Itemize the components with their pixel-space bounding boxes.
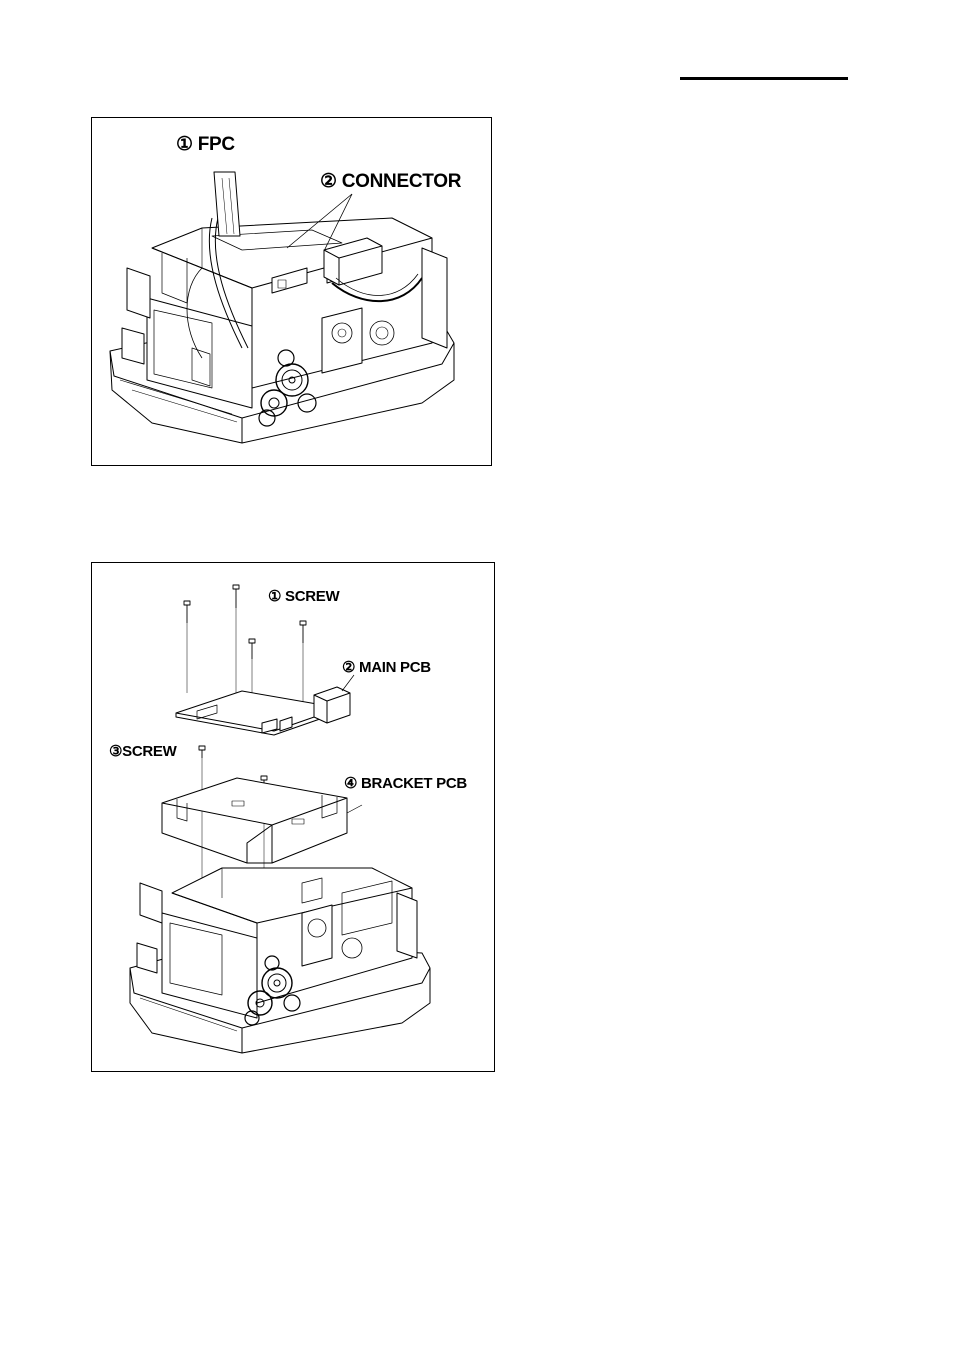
exploded-view-drawing: [92, 563, 495, 1072]
fpc-callout: ① FPC: [176, 133, 235, 156]
figure-main-pcb-exploded: ① SCREW ② MAIN PCB ③SCREW ④ BRACKET PCB: [91, 562, 495, 1072]
screw-3-callout: ③SCREW: [109, 742, 176, 760]
bracket-pcb-callout: ④ BRACKET PCB: [344, 774, 467, 792]
main-pcb-callout: ② MAIN PCB: [342, 658, 431, 676]
connector-callout: ② CONNECTOR: [320, 170, 461, 193]
header-rule: [680, 77, 848, 80]
figure-fpc-connector: ① FPC ② CONNECTOR: [91, 117, 492, 466]
screw-callout: ① SCREW: [268, 587, 339, 605]
